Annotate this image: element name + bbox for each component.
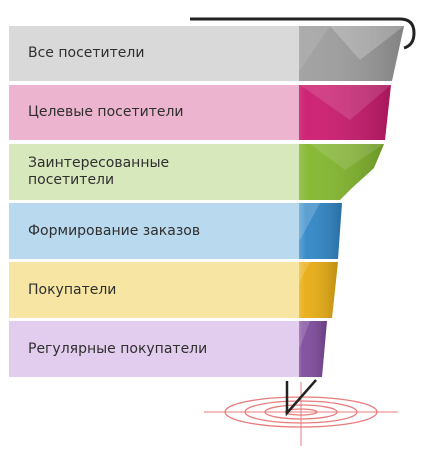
funnel-facet bbox=[330, 26, 404, 60]
funnel-facet bbox=[300, 85, 391, 120]
funnel-facet bbox=[310, 144, 384, 170]
stage-label: Все посетители bbox=[28, 45, 145, 61]
target-rings bbox=[204, 382, 398, 446]
stage-label: Формирование заказов bbox=[28, 222, 201, 239]
stage-bar-target-visitors: Целевые посетители bbox=[9, 85, 299, 140]
stage-bar-all-visitors: Все посетители bbox=[9, 26, 299, 81]
stage-label: Целевые посетители bbox=[28, 104, 184, 120]
stage-label: Заинтересованные посетители bbox=[28, 155, 170, 188]
stage-label: Покупатели bbox=[28, 281, 117, 298]
funnel-spout-outline bbox=[285, 379, 317, 417]
stage-bar-interested-visitors: Заинтересованные посетители bbox=[9, 144, 299, 200]
stage-bar-regular-buyers: Регулярные покупатели bbox=[9, 321, 299, 377]
stage-bar-buyers: Покупатели bbox=[9, 262, 299, 318]
stage-bar-order-formation: Формирование заказов bbox=[9, 203, 299, 259]
stage-label: Регулярные покупатели bbox=[28, 340, 208, 357]
funnel-rim-handle bbox=[190, 17, 416, 50]
